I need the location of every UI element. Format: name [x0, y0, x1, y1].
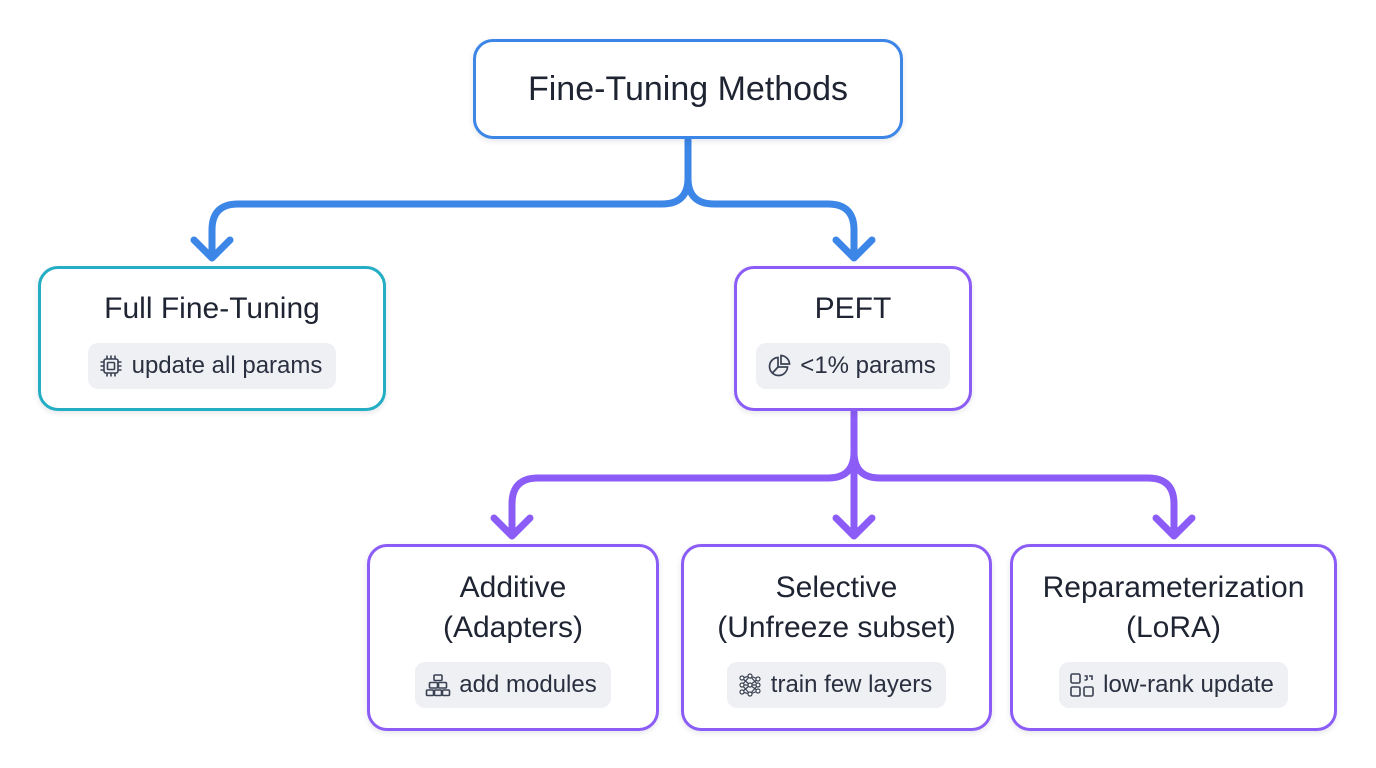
- badge-text: <1% params: [800, 351, 936, 379]
- badge-add-modules: add modules: [415, 661, 611, 708]
- node-full-fine-tuning: Full Fine-Tuning update all params: [38, 266, 386, 411]
- node-title: PEFT: [814, 291, 892, 325]
- badge-text: update all params: [131, 351, 323, 379]
- connector-peft-to-reparam: [850, 448, 1178, 538]
- arrowhead-peft: [832, 236, 876, 262]
- connector-root-to-peft: [684, 174, 858, 260]
- node-selective: Selective (Unfreeze subset) train few la…: [681, 544, 992, 731]
- arrowhead-additive: [490, 514, 534, 540]
- node-title-line1: Selective: [775, 570, 898, 604]
- node-title: Reparameterization (LoRA): [1043, 568, 1305, 648]
- stacked-blocks-icon: [425, 672, 451, 698]
- node-title-line2: (LoRA): [1125, 610, 1221, 644]
- node-title-line2: (Unfreeze subset): [717, 610, 956, 644]
- badge-params-fraction: <1% params: [756, 342, 950, 389]
- node-title-line1: Additive: [459, 570, 567, 604]
- connector-root-to-full: [208, 136, 692, 260]
- arrowhead-selective: [832, 514, 876, 540]
- badge-text: train few layers: [770, 670, 933, 698]
- node-title-line1: Reparameterization: [1042, 570, 1305, 604]
- node-title-line2: (Adapters): [442, 610, 584, 644]
- badge-update-all-params: update all params: [87, 342, 337, 389]
- pie-chart-icon: [766, 353, 792, 379]
- arrowhead-full: [190, 236, 234, 262]
- node-title: Fine-Tuning Methods: [527, 70, 848, 108]
- node-peft: PEFT <1% params: [734, 266, 972, 411]
- matrix-grid-icon: [1069, 672, 1095, 698]
- node-reparameterization: Reparameterization (LoRA) low-rank updat…: [1010, 544, 1337, 731]
- badge-train-few-layers: train few layers: [726, 661, 947, 708]
- chip-icon: [98, 353, 124, 379]
- node-additive: Additive (Adapters) add modules: [367, 544, 659, 731]
- neural-network-icon: [737, 672, 763, 698]
- arrowhead-reparam: [1152, 514, 1196, 540]
- node-title: Selective (Unfreeze subset): [717, 568, 955, 648]
- node-title: Additive (Adapters): [443, 568, 583, 648]
- connector-peft-to-additive: [508, 408, 858, 538]
- badge-text: low-rank update: [1103, 670, 1274, 698]
- badge-text: add modules: [459, 670, 597, 698]
- node-title: Full Fine-Tuning: [104, 291, 320, 325]
- badge-low-rank-update: low-rank update: [1059, 661, 1288, 708]
- node-fine-tuning-methods: Fine-Tuning Methods: [473, 39, 903, 139]
